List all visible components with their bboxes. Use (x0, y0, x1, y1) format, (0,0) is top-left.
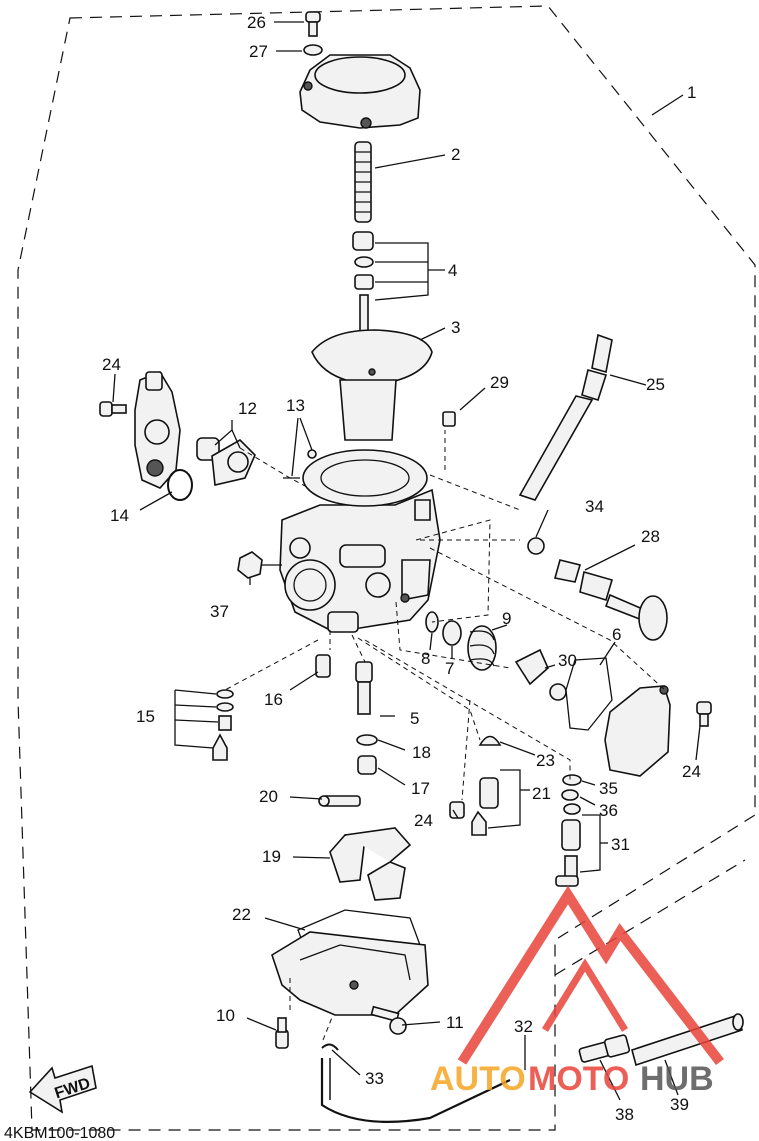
part-37-washer (561, 789, 579, 801)
part-35-washer (527, 537, 545, 555)
callout-12: 12 (238, 399, 257, 418)
callout-30: 29 (490, 373, 509, 392)
callout-27: 26 (247, 13, 266, 32)
callout-4: 4 (448, 261, 457, 280)
callout-25: 24 (414, 811, 433, 830)
part-9-spring (467, 625, 497, 671)
part-32-plug (555, 819, 581, 887)
part-15-pilot-screw-set (212, 689, 234, 761)
part-33-drain-hose (320, 1058, 511, 1123)
callout-31: 30 (558, 651, 577, 670)
callout-37: 36 (599, 801, 618, 820)
part-40-pipe (631, 1013, 744, 1067)
part-26-starter-plunger-rod (518, 333, 613, 501)
callout-6: 6 (612, 625, 621, 644)
part-28-washer (303, 44, 323, 56)
callout-22: 22 (232, 905, 251, 924)
part-30-jet (442, 411, 456, 427)
fwd-arrow-icon: FWD (28, 1064, 97, 1114)
diagram-part-code: 4KBM100-1080 (4, 1125, 115, 1141)
part-23-cap (478, 735, 502, 746)
watermark-text-hub: HUB (640, 1060, 714, 1098)
part-24-screw-left (99, 401, 127, 417)
callout-34: 33 (365, 1069, 384, 1088)
part-24-screw-right (696, 701, 712, 727)
part-11-drain-screw (370, 1005, 407, 1035)
part-19-float (329, 827, 412, 901)
part-17-jet (357, 755, 377, 775)
part-34-clip (321, 1043, 339, 1051)
part-25-jet (449, 801, 465, 819)
subassembly-outline (554, 859, 746, 976)
callout-17: 17 (411, 779, 430, 798)
callout-26: 25 (646, 375, 665, 394)
part-6-gasket (565, 657, 613, 731)
projection-lines (224, 430, 666, 1041)
part-21-float-valve (471, 777, 499, 836)
part-10-screw (275, 1017, 289, 1049)
callout-9: 9 (502, 609, 511, 628)
part-4-needle-parts (352, 231, 374, 290)
watermark-text-moto: MOTO (528, 1060, 629, 1098)
part-7-seal (442, 620, 462, 646)
callout-24b: 24 (682, 762, 701, 781)
part-39-joint (578, 1034, 631, 1063)
float-bowl (271, 931, 429, 1016)
watermark-triangle-logo (457, 885, 724, 1066)
callout-2: 2 (451, 145, 460, 164)
callout-20: 20 (259, 787, 278, 806)
carburetor-body (279, 449, 441, 633)
part-2-spring (354, 141, 372, 223)
callout-29: 28 (641, 527, 660, 546)
part-5-cover (604, 685, 671, 777)
part-3-diaphragm-piston (311, 294, 433, 441)
callout-11: 11 (446, 1013, 464, 1032)
callout-35: 34 (585, 497, 604, 516)
assembly-outline (17, 5, 756, 1131)
callout-18: 18 (412, 743, 431, 762)
part-1-top-cover (299, 54, 421, 129)
part-20-float-pin (318, 795, 361, 807)
part-13-screw (307, 449, 317, 459)
callout-5: 5 (410, 709, 419, 728)
callout-8: 8 (421, 649, 430, 668)
callout-10: 10 (216, 1006, 235, 1025)
part-14-o-ring (167, 469, 193, 501)
callout-13: 13 (286, 396, 305, 415)
callout-39: 38 (615, 1105, 634, 1124)
callout-14: 14 (110, 506, 129, 525)
callout-19: 19 (262, 847, 281, 866)
part-38-nut (237, 551, 263, 579)
callout-33: 32 (514, 1017, 533, 1036)
part-31-lever (514, 648, 567, 701)
part-18-washer (356, 734, 378, 746)
automotohub-watermark: AUTO MOTO HUB (430, 885, 724, 1098)
part-27-screw (305, 11, 321, 37)
watermark-inner-mark (542, 958, 628, 1032)
callout-labels: 26 27 1 2 4 3 24 25 29 12 13 14 34 28 37… (102, 13, 701, 1124)
callout-38: 37 (210, 602, 229, 621)
callout-15: 15 (136, 707, 155, 726)
callout-21: 21 (532, 784, 551, 803)
callout-16: 16 (264, 690, 283, 709)
part-5-needle-jet (355, 661, 373, 715)
part-36-o-ring (562, 774, 582, 786)
callout-28: 27 (249, 42, 268, 61)
part-16-jet (315, 654, 331, 678)
part-29-starter-plunger (553, 559, 668, 641)
callout-1: 1 (687, 83, 696, 102)
callout-36: 35 (599, 779, 618, 798)
callout-32: 31 (611, 835, 630, 854)
callout-23: 23 (536, 751, 555, 770)
leader-lines (112, 21, 701, 1101)
watermark-text-auto: AUTO (430, 1060, 526, 1098)
callout-40: 39 (670, 1095, 689, 1114)
callout-24a: 24 (102, 355, 121, 374)
part-12-pump-assembly (134, 371, 256, 489)
callout-7: 7 (445, 659, 454, 678)
callout-3: 3 (451, 318, 460, 337)
